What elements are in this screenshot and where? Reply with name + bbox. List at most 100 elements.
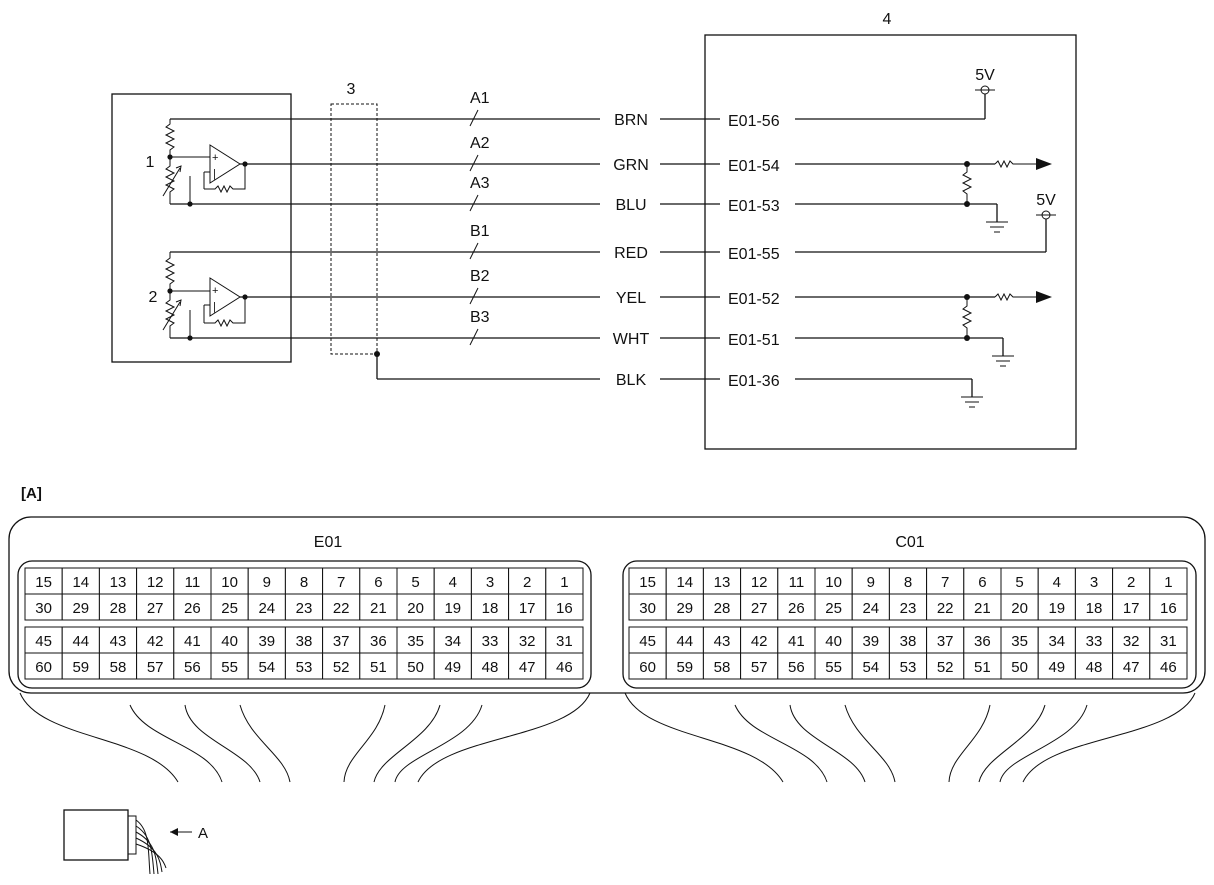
c01-pin-cell — [851, 626, 890, 654]
c01-pin-number: 49 — [1048, 659, 1065, 676]
e01-pin-number: 22 — [333, 600, 350, 617]
c01-pin-number: 19 — [1048, 600, 1065, 617]
c01-pin-number: 25 — [825, 600, 842, 617]
c01-pin-number: 55 — [825, 659, 842, 676]
e01-pin-number: 41 — [184, 633, 201, 650]
e01-pin-number: 32 — [519, 633, 536, 650]
junction-dot — [187, 201, 193, 207]
c01-pin-number: 12 — [751, 574, 768, 591]
e01-pin-number: 16 — [556, 600, 573, 617]
e01-pin-number: 42 — [147, 633, 164, 650]
junction-dot — [242, 294, 248, 300]
c01-pin-number: 32 — [1123, 633, 1140, 650]
connector-e01-name: E01 — [314, 534, 343, 551]
c01-pin-number: 9 — [867, 574, 875, 591]
c01-pin-cell — [702, 652, 742, 680]
c01-pin-number: 44 — [676, 633, 693, 650]
e01-pin-cell — [61, 567, 100, 595]
c01-pin-number: 22 — [937, 600, 954, 617]
c01-pin-number: 53 — [900, 659, 917, 676]
c01-pin-cell — [926, 567, 965, 595]
connector-sketch: A — [63, 809, 208, 875]
e01-pin-number: 9 — [263, 574, 271, 591]
c01-pin-cell — [963, 652, 1002, 680]
wire-tag-slash — [469, 154, 479, 172]
e01-pin-number: 6 — [374, 574, 382, 591]
c01-pin-cell — [628, 567, 667, 595]
c01-pin-cell — [1149, 652, 1188, 680]
e01-pin-number: 49 — [444, 659, 461, 676]
c01-pin-number: 8 — [904, 574, 912, 591]
c01-pin-cell — [740, 626, 779, 654]
e01-pin-cell — [322, 652, 361, 680]
c01-pin-number: 41 — [788, 633, 805, 650]
e01-pin-number: 10 — [221, 574, 238, 591]
harness-wires — [291, 118, 600, 380]
c01-pin-cell — [926, 652, 965, 680]
c01-pin-number: 54 — [862, 659, 879, 676]
c01-pin-cell — [1037, 567, 1076, 595]
junction-dot — [167, 154, 173, 160]
c01-pin-number: 3 — [1090, 574, 1098, 591]
e01-pin-number: 38 — [296, 633, 313, 650]
c01-pin-number: 10 — [825, 574, 842, 591]
ecm-pin-label: E01-54 — [728, 158, 780, 175]
c01-pin-number: 29 — [676, 600, 693, 617]
e01-pin-cell — [24, 567, 63, 595]
e01-pin-number: 23 — [296, 600, 313, 617]
c01-pin-number: 34 — [1048, 633, 1065, 650]
c01-pin-number: 27 — [751, 600, 768, 617]
wire-tag-label: A1 — [470, 90, 490, 107]
c01-pin-number: 31 — [1160, 633, 1177, 650]
ecm-pin-label: E01-52 — [728, 291, 780, 308]
opamp-2-plus: + — [212, 285, 218, 297]
c01-pin-cell — [926, 593, 965, 621]
e01-pin-number: 26 — [184, 600, 201, 617]
e01-pin-cell — [545, 593, 584, 621]
wire-tag-label: B2 — [470, 268, 490, 285]
e01-pin-cell — [173, 593, 212, 621]
ecm-pin-label: E01-56 — [728, 113, 780, 130]
e01-pin-number: 3 — [486, 574, 494, 591]
c01-pin-number: 7 — [941, 574, 949, 591]
e01-pin-cell — [508, 652, 547, 680]
e01-pin-cell — [359, 626, 398, 654]
sensor-1-circuit: + | — [162, 118, 291, 207]
e01-pin-number: 27 — [147, 600, 164, 617]
c01-pin-number: 39 — [862, 633, 879, 650]
c01-pin-cell — [628, 652, 667, 680]
e01-pin-number: 14 — [72, 574, 89, 591]
e01-pin-number: 15 — [35, 574, 52, 591]
wire-color-label: WHT — [613, 331, 650, 348]
c01-pin-number: 18 — [1086, 600, 1103, 617]
e01-pin-number: 7 — [337, 574, 345, 591]
c01-pin-number: 15 — [639, 574, 656, 591]
e01-pin-cell — [359, 593, 398, 621]
e01-pin-cell — [470, 652, 510, 680]
e01-pin-number: 13 — [110, 574, 127, 591]
e01-pin-cell — [61, 593, 100, 621]
connector-c01-name: C01 — [895, 534, 924, 551]
wire-bundle-curves — [19, 692, 1196, 783]
supply-5v-label: 5V — [1036, 192, 1056, 209]
c01-pin-number: 60 — [639, 659, 656, 676]
c01-pin-number: 52 — [937, 659, 954, 676]
wire-color-label: BRN — [614, 112, 648, 129]
opamp-1-plus: + — [212, 152, 218, 164]
e01-pin-number: 47 — [519, 659, 536, 676]
e01-pin-cell — [173, 652, 212, 680]
e01-pin-number: 59 — [72, 659, 89, 676]
ecm-label: 4 — [883, 11, 892, 28]
connector-e01-body — [17, 560, 592, 689]
wire-tag-label: A3 — [470, 175, 490, 192]
c01-pin-number: 36 — [974, 633, 991, 650]
e01-pin-cell — [284, 567, 324, 595]
c01-pin-number: 45 — [639, 633, 656, 650]
e01-pin-number: 11 — [185, 574, 201, 591]
wire-tag-label: B3 — [470, 309, 490, 326]
e01-pin-cell — [61, 652, 100, 680]
e01-pin-number: 52 — [333, 659, 350, 676]
